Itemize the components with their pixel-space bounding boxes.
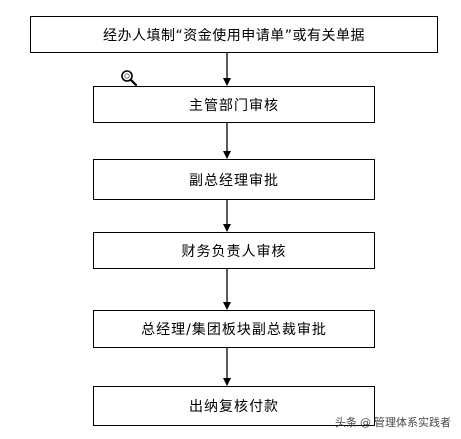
step-box-cashier-payment: 出纳复核付款	[93, 386, 375, 426]
step-box-vp-approval: 副总经理审批	[93, 159, 375, 200]
step-label: 财务负责人审核	[181, 243, 287, 260]
step-box-fill-application: 经办人填制“资金使用申请单”或有关单据	[30, 16, 438, 53]
step-label: 出纳复核付款	[189, 399, 279, 415]
step-label: 主管部门审核	[189, 97, 279, 114]
step-box-gm-approval: 总经理/集团板块副总裁审批	[93, 310, 375, 348]
watermark-source: 头条	[335, 416, 357, 429]
watermark: 头条 @ 管理体系实践者	[335, 414, 451, 430]
step-label: 总经理/集团板块副总裁审批	[141, 322, 327, 338]
step-box-department-review: 主管部门审核	[93, 86, 375, 123]
watermark-at-symbol: @	[360, 415, 371, 429]
watermark-account: 管理体系实践者	[374, 416, 451, 429]
magnifier-icon	[121, 70, 138, 87]
step-label: 经办人填制“资金使用申请单”或有关单据	[102, 27, 365, 44]
step-label: 副总经理审批	[189, 172, 279, 189]
step-box-finance-review: 财务负责人审核	[93, 232, 375, 269]
